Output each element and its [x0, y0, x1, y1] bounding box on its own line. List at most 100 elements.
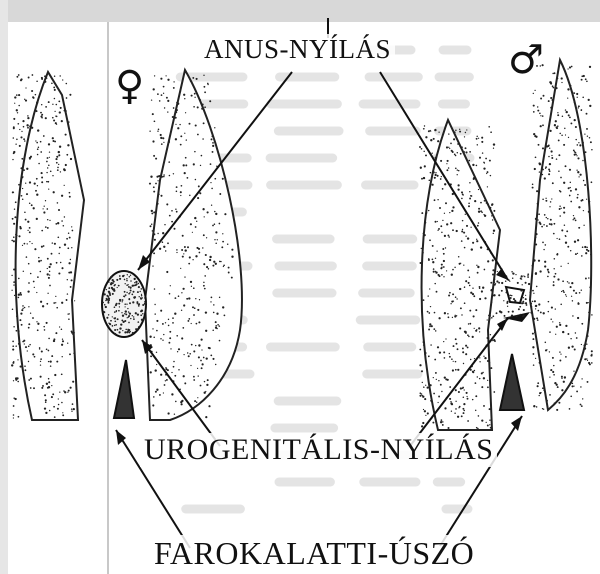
stipple-dot	[67, 392, 68, 393]
stipple-dot	[62, 79, 63, 80]
stipple-dot	[468, 205, 470, 207]
stipple-dot	[570, 286, 572, 288]
stipple-dot	[476, 136, 477, 137]
stipple-dot	[472, 242, 474, 244]
stipple-dot	[195, 345, 196, 346]
stipple-dot	[455, 408, 457, 410]
stipple-dot	[520, 290, 522, 292]
stipple-dot	[570, 182, 571, 183]
stipple-dot	[231, 256, 233, 258]
stipple-dot	[27, 221, 29, 223]
stipple-dot	[538, 303, 540, 305]
stipple-dot	[46, 303, 48, 305]
stipple-dot	[167, 242, 169, 244]
stipple-dot	[557, 278, 559, 280]
stipple-dot	[72, 403, 74, 405]
stipple-dot	[21, 158, 23, 160]
stipple-dot	[145, 305, 146, 306]
stipple-dot	[124, 320, 126, 322]
stipple-dot	[487, 186, 488, 187]
stipple-dot	[56, 156, 58, 158]
stipple-dot	[525, 298, 527, 300]
stipple-dot	[535, 218, 537, 220]
stipple-dot	[569, 117, 571, 119]
stipple-dot	[54, 111, 55, 112]
stipple-dot	[573, 92, 575, 94]
stipple-dot	[18, 278, 20, 280]
stipple-dot	[505, 291, 507, 293]
stipple-dot	[24, 365, 26, 367]
stipple-dot	[492, 292, 493, 293]
stipple-dot	[549, 163, 551, 165]
stipple-dot	[37, 185, 38, 186]
stipple-dot	[126, 284, 128, 286]
stipple-dot	[533, 259, 535, 261]
stipple-dot	[214, 211, 216, 213]
stipple-dot	[219, 223, 221, 225]
stipple-dot	[102, 302, 104, 304]
stipple-dot	[477, 376, 478, 377]
stipple-dot	[573, 219, 574, 220]
stipple-dot	[61, 329, 63, 331]
stipple-dot	[562, 331, 564, 333]
stipple-dot	[425, 136, 427, 138]
stipple-dot	[21, 309, 23, 311]
stipple-dot	[464, 389, 465, 390]
stipple-dot	[530, 311, 532, 313]
stipple-dot	[191, 95, 193, 97]
stipple-dot	[465, 353, 467, 355]
stipple-dot	[122, 301, 123, 302]
stipple-dot	[56, 162, 58, 164]
stipple-dot	[553, 281, 555, 283]
stipple-dot	[542, 147, 544, 149]
stipple-dot	[509, 294, 511, 296]
stipple-dot	[74, 300, 75, 301]
stipple-dot	[126, 280, 128, 282]
stipple-dot	[198, 321, 200, 323]
stipple-dot	[465, 151, 467, 153]
stipple-dot	[507, 306, 508, 307]
stipple-dot	[487, 380, 488, 381]
stipple-dot	[487, 171, 489, 173]
stipple-dot	[487, 319, 488, 320]
stipple-dot	[64, 391, 66, 393]
stipple-dot	[506, 290, 508, 292]
stipple-dot	[172, 322, 174, 324]
stipple-dot	[429, 326, 431, 328]
stipple-dot	[477, 272, 479, 274]
stipple-dot	[434, 129, 436, 131]
stipple-dot	[176, 191, 178, 193]
stipple-dot	[567, 246, 569, 248]
stipple-dot	[42, 385, 44, 387]
stipple-dot	[458, 256, 460, 258]
stipple-dot	[60, 171, 61, 172]
stipple-dot	[457, 174, 458, 175]
stipple-dot	[175, 111, 177, 113]
stipple-dot	[181, 403, 183, 405]
stipple-dot	[542, 387, 544, 389]
stipple-dot	[441, 264, 443, 266]
stipple-dot	[466, 396, 467, 397]
stipple-dot	[487, 360, 489, 362]
stipple-dot	[437, 199, 438, 200]
stipple-dot	[582, 97, 584, 99]
stipple-dot	[193, 106, 195, 108]
stipple-dot	[451, 150, 453, 152]
stipple-dot	[73, 408, 75, 410]
stipple-dot	[584, 347, 586, 349]
stipple-dot	[37, 323, 39, 325]
stipple-dot	[563, 144, 565, 146]
stipple-dot	[40, 260, 42, 262]
stipple-dot	[13, 236, 15, 238]
stipple-dot	[444, 357, 446, 359]
stipple-dot	[539, 395, 540, 396]
stipple-dot	[51, 355, 53, 357]
stipple-dot	[447, 427, 449, 429]
stipple-dot	[532, 184, 534, 186]
stipple-dot	[544, 261, 546, 263]
stipple-dot	[463, 264, 464, 265]
stipple-dot	[193, 314, 195, 316]
stipple-dot	[483, 214, 484, 215]
stipple-dot	[454, 413, 455, 414]
stipple-dot	[548, 100, 550, 102]
